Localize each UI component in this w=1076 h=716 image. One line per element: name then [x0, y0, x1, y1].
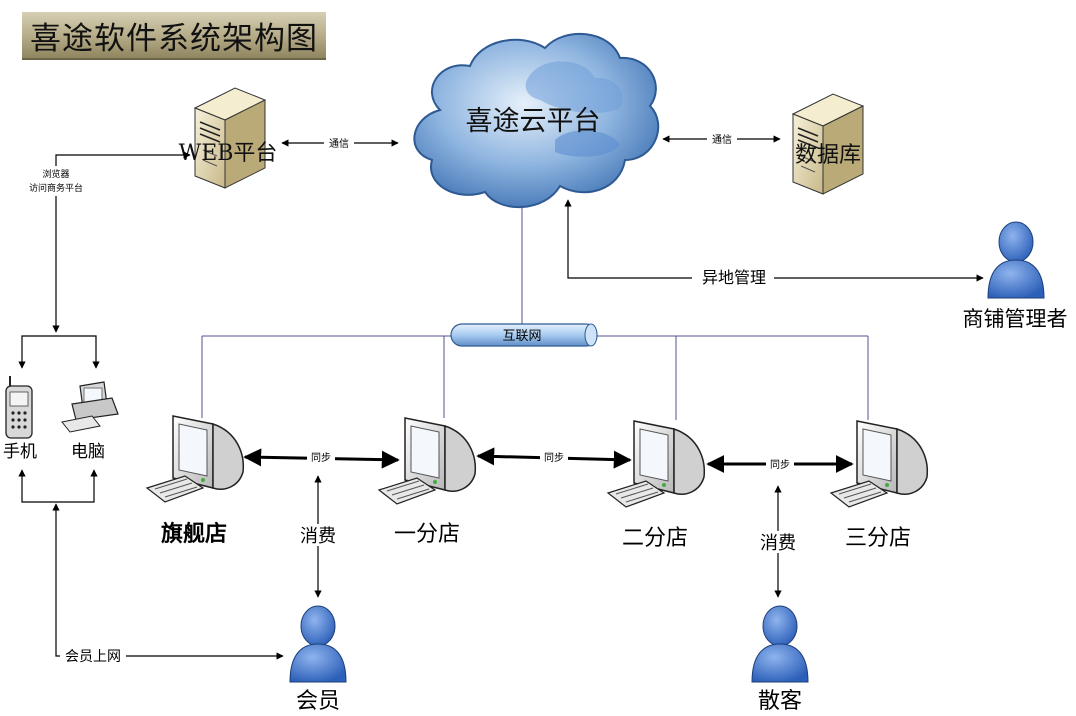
label-cloud-db: 通信	[712, 134, 732, 146]
diagram-title: 喜途软件系统架构图	[30, 20, 318, 57]
label-browser-2: 访问商务平台	[29, 182, 83, 194]
pc-label: 电脑	[71, 442, 105, 462]
flagship-computer-icon	[146, 415, 245, 503]
member-label: 会员	[296, 689, 340, 714]
label-sync-1: 同步	[311, 452, 331, 464]
title-banner: 喜途软件系统架构图	[22, 12, 326, 60]
flagship-label: 旗舰店	[161, 521, 227, 547]
edge-remote-manage	[564, 199, 984, 282]
guest-label: 散客	[758, 689, 802, 714]
branch3-label: 三分店	[845, 526, 911, 551]
cloud-platform-icon	[413, 32, 660, 209]
store-manager-icon	[987, 221, 1045, 299]
bracket-top	[18, 335, 100, 369]
label-remote-manage: 异地管理	[702, 268, 766, 287]
label-consume-member: 消费	[300, 526, 336, 547]
label-member-online: 会员上网	[65, 649, 121, 665]
pc-icon	[61, 381, 119, 433]
branch2-label: 二分店	[622, 526, 688, 551]
label-sync-2: 同步	[544, 452, 564, 464]
bracket-bottom	[18, 469, 98, 503]
branch2-computer-icon	[607, 420, 706, 508]
phone-icon	[5, 376, 33, 439]
label-sync-3: 同步	[770, 459, 790, 471]
cloud-label: 喜途云平台	[466, 106, 601, 137]
label-consume-guest: 消费	[760, 533, 796, 554]
label-browser-1: 浏览器	[42, 168, 69, 180]
database-label: 数据库	[795, 143, 861, 168]
internet-label: 互联网	[502, 329, 541, 344]
phone-label: 手机	[3, 442, 37, 462]
branch1-label: 一分店	[394, 522, 460, 547]
label-web-cloud: 通信	[329, 138, 349, 150]
edge-member-online	[52, 503, 284, 660]
edge-browser-access	[52, 151, 191, 333]
member-icon	[289, 605, 347, 683]
web-platform-label: WEB平台	[179, 141, 278, 166]
web-server-icon	[194, 87, 266, 189]
internet-pipe-icon	[450, 323, 598, 347]
store-manager-label: 商铺管理者	[963, 307, 1068, 331]
guest-icon	[751, 605, 809, 683]
